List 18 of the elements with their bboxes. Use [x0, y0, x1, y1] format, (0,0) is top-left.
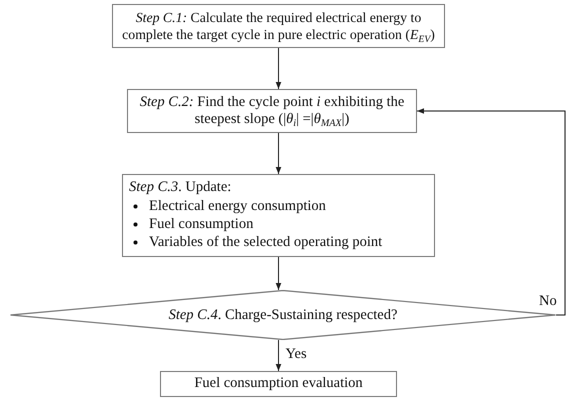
process-box: [127, 89, 417, 133]
list-item: Electrical energy consumption: [149, 198, 326, 214]
step-text: Fuel consumption evaluation: [193, 375, 364, 392]
decision-text: Step C.4. Charge-Sustaining respected?: [168, 306, 398, 324]
list-item: Variables of the selected operating point: [149, 234, 382, 250]
process-box: [122, 174, 435, 257]
step-text: Step C.1: Calculate the required electrical energy to complete the target cycle in pure electric operation (E$_{EV}$): [121, 9, 436, 43]
arrow: [276, 132, 282, 174]
process-box: [160, 371, 397, 397]
step-text: Step C.2: Find the cycle point i exhibiting the steepest slope (|θ$_{i}$| =|θ$_{MAX}$|): [138, 94, 406, 128]
process-box: [112, 4, 445, 48]
arrow: [276, 256, 282, 290]
step-heading: Step C.3. Update:: [129, 178, 232, 197]
decision-diamond: [10, 290, 556, 340]
arrow: [276, 48, 282, 90]
arrow: [416, 108, 566, 316]
arrow: [276, 340, 282, 372]
list-item: Fuel consumption: [149, 216, 254, 232]
